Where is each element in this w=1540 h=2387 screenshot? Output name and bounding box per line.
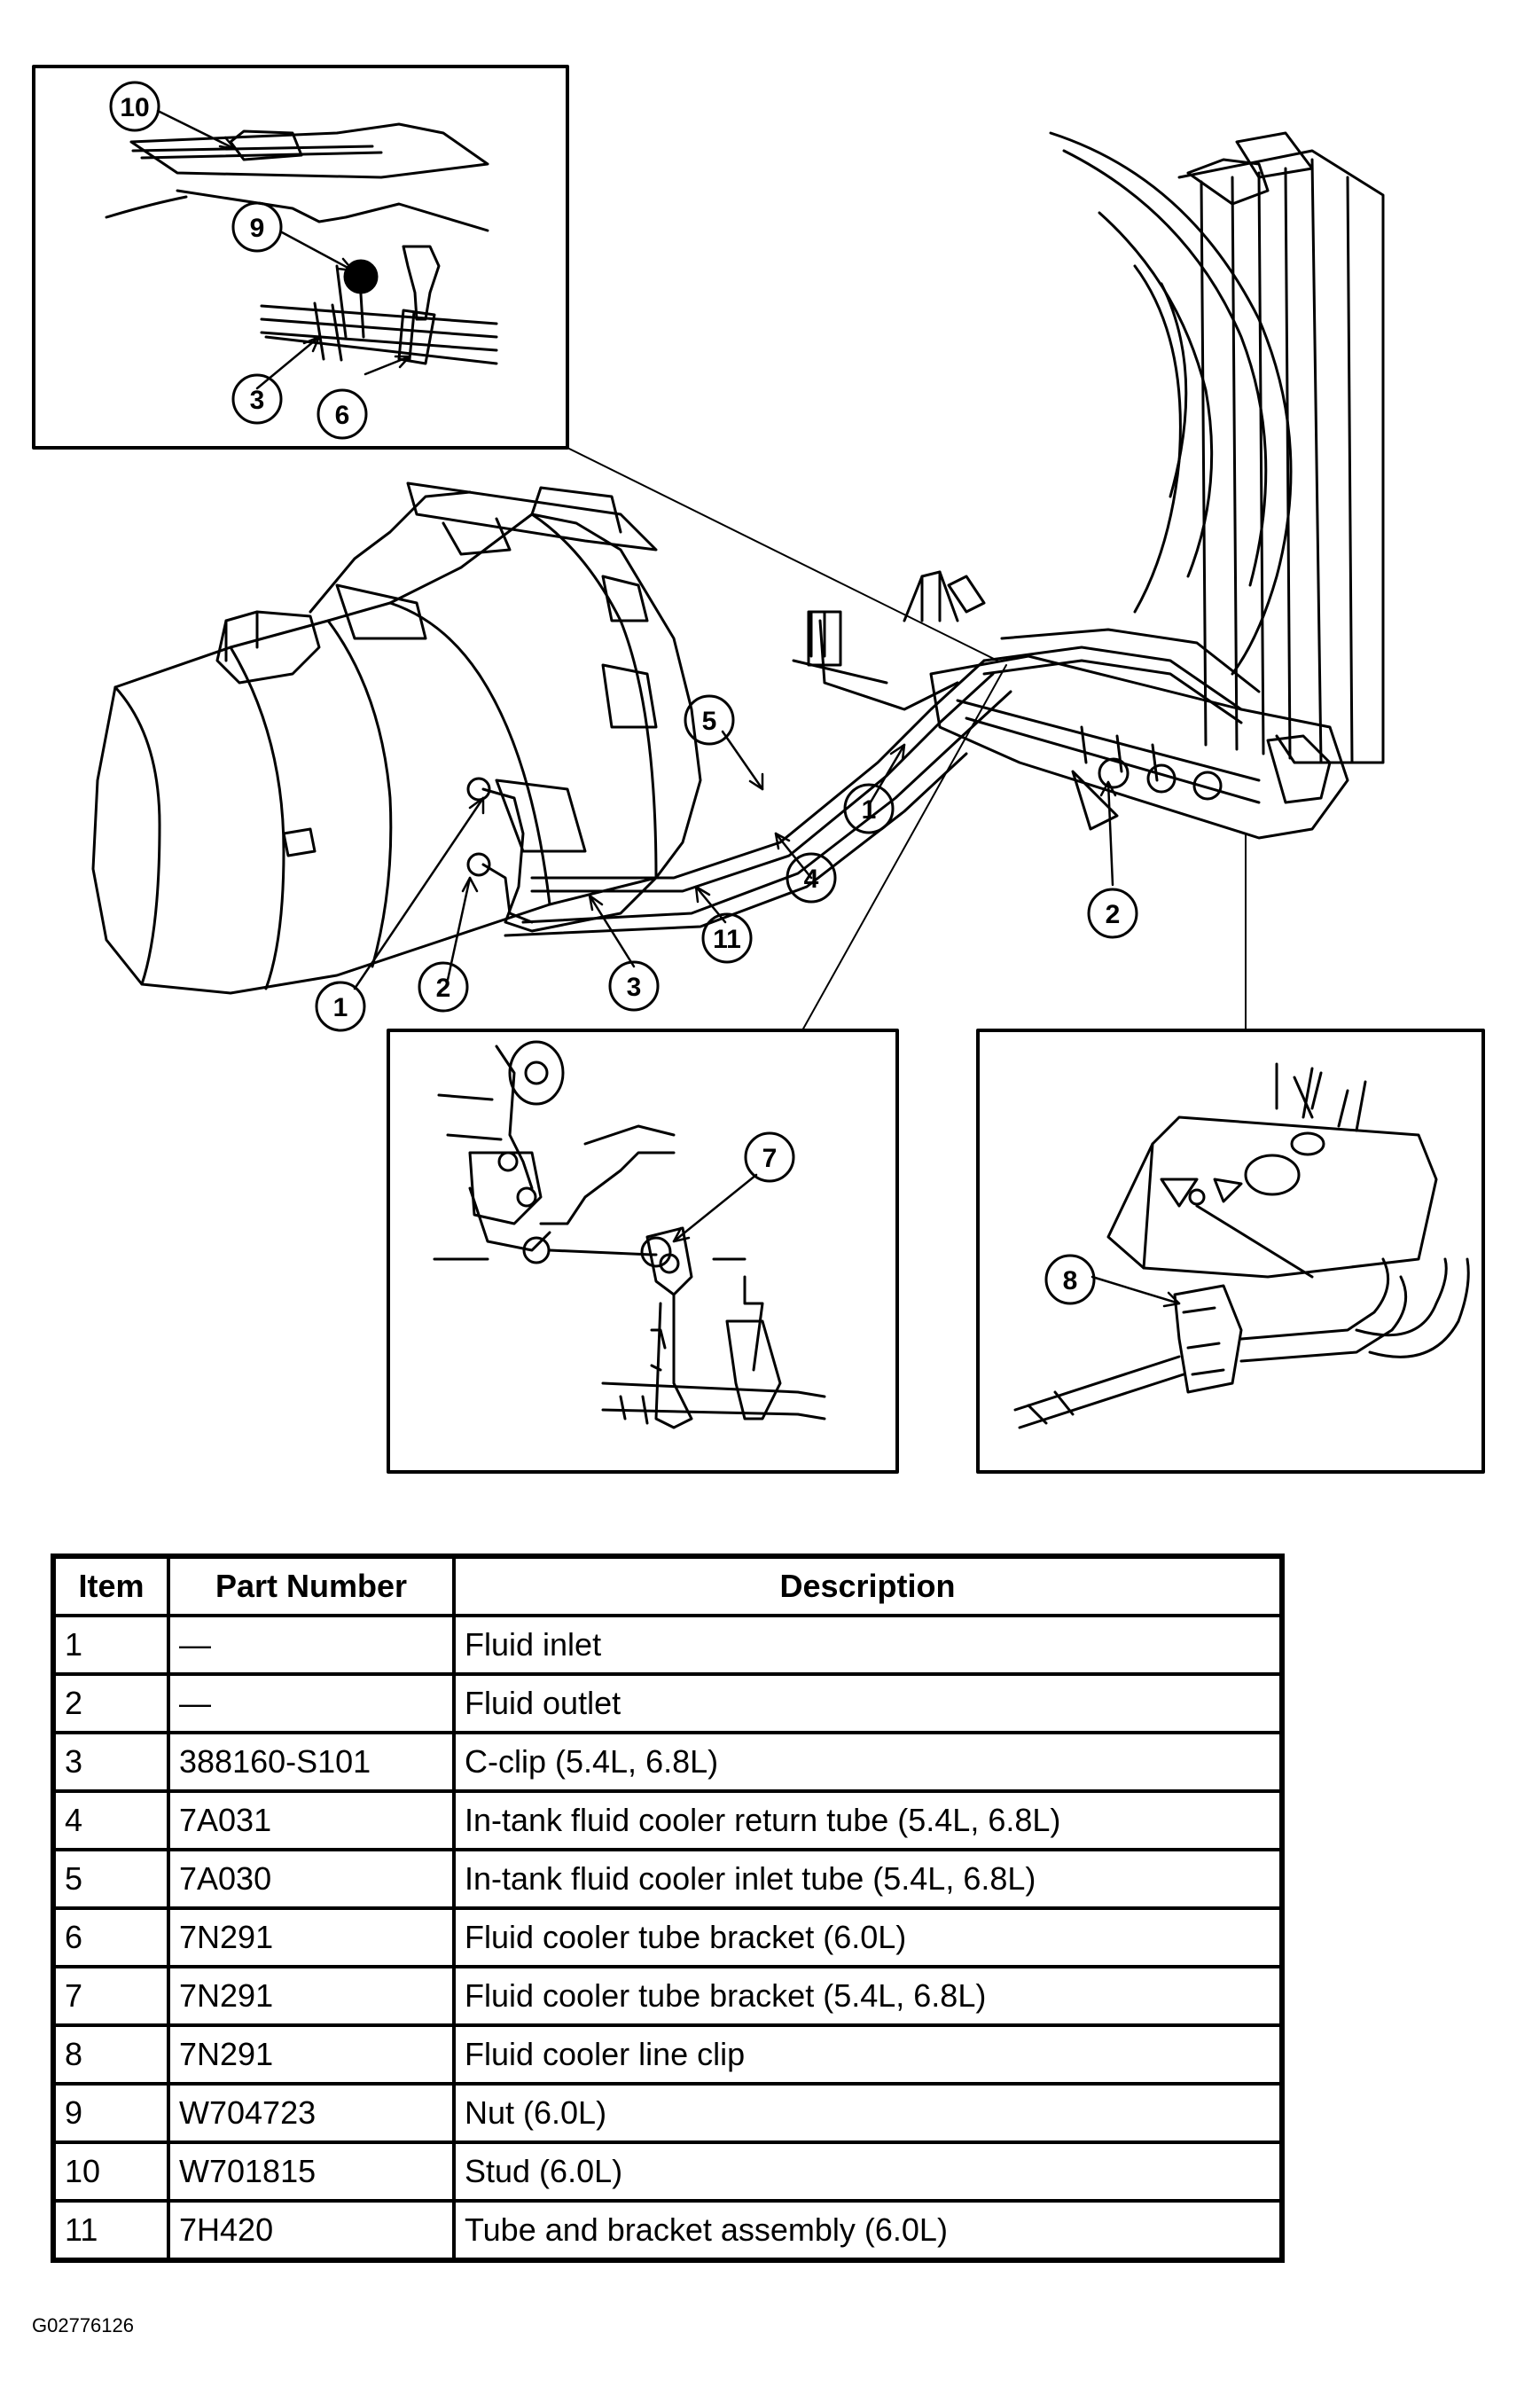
cell-description: Stud (6.0L) xyxy=(452,2140,1284,2203)
cell-description: Fluid cooler tube bracket (5.4L, 6.8L) xyxy=(452,1965,1284,2027)
transmission-and-radiator-assembly xyxy=(91,131,1385,995)
cell-part-number: 388160-S101 xyxy=(167,1731,456,1793)
callout-1-transmission: 1 xyxy=(315,981,366,1032)
cell-item: 9 xyxy=(51,2082,170,2144)
callout-8: 8 xyxy=(1044,1254,1096,1305)
callout-8-label: 8 xyxy=(1063,1266,1078,1295)
callout-2-transmission: 2 xyxy=(418,961,469,1013)
callout-3-main-label: 3 xyxy=(627,973,642,1002)
cell-description: In-tank fluid cooler return tube (5.4L, … xyxy=(452,1789,1284,1851)
inset-5-4l-bracket-detail xyxy=(387,1029,899,1474)
callout-6: 6 xyxy=(317,388,368,440)
cell-description: Nut (6.0L) xyxy=(452,2082,1284,2144)
cell-item: 5 xyxy=(51,1848,170,1910)
callout-3-inset-label: 3 xyxy=(250,386,265,415)
cell-part-number: — xyxy=(167,1614,456,1676)
cell-item: 2 xyxy=(51,1672,170,1734)
callout-1-main: 1 xyxy=(843,783,895,834)
header-part-number: Part Number xyxy=(167,1554,456,1617)
cell-item: 7 xyxy=(51,1965,170,2027)
callout-5-label: 5 xyxy=(702,707,717,736)
callout-11: 11 xyxy=(701,912,753,964)
cell-part-number: 7N291 xyxy=(167,1906,456,1968)
inset-3-leaders xyxy=(1091,1275,1181,1308)
cell-item: 6 xyxy=(51,1906,170,1968)
cell-item: 10 xyxy=(51,2140,170,2203)
cell-description: Tube and bracket assembly (6.0L) xyxy=(452,2199,1284,2262)
cell-description: C-clip (5.4L, 6.8L) xyxy=(452,1731,1284,1793)
header-description: Description xyxy=(452,1554,1284,1617)
table-row: 1 — Fluid inlet xyxy=(51,1614,1284,1676)
main-leaders xyxy=(353,730,1117,990)
table-row: 10 W701815 Stud (6.0L) xyxy=(51,2140,1284,2203)
inset-line-clip-detail xyxy=(976,1029,1485,1474)
table-row: 6 7N291 Fluid cooler tube bracket (6.0L) xyxy=(51,1906,1284,1968)
callout-4-label: 4 xyxy=(804,865,819,894)
inset-connector-lines xyxy=(567,447,1247,1031)
cell-part-number: W701815 xyxy=(167,2140,456,2203)
callout-9: 9 xyxy=(231,201,283,253)
cell-description: Fluid cooler tube bracket (6.0L) xyxy=(452,1906,1284,1968)
callout-1-transmission-label: 1 xyxy=(333,993,348,1022)
cooler-line-diagram: 10 9 3 6 5 4 1 2 11 3 2 1 xyxy=(32,65,1485,1474)
callout-9-label: 9 xyxy=(250,214,265,243)
table-header-row: Item Part Number Description xyxy=(51,1554,1284,1617)
cell-description: In-tank fluid cooler inlet tube (5.4L, 6… xyxy=(452,1848,1284,1910)
table-row: 4 7A031 In-tank fluid cooler return tube… xyxy=(51,1789,1284,1851)
inset-2-leaders xyxy=(672,1173,758,1243)
header-item: Item xyxy=(51,1554,170,1617)
cell-description: Fluid outlet xyxy=(452,1672,1284,1734)
callout-5: 5 xyxy=(684,694,735,746)
callout-4: 4 xyxy=(786,852,837,904)
callout-3-main: 3 xyxy=(608,960,660,1012)
cell-part-number: 7N291 xyxy=(167,2023,456,2086)
cell-description: Fluid cooler line clip xyxy=(452,2023,1284,2086)
callout-6-label: 6 xyxy=(335,401,350,430)
cell-part-number: 7A031 xyxy=(167,1789,456,1851)
callout-2-radiator: 2 xyxy=(1087,888,1138,939)
parts-table: Item Part Number Description 1 — Fluid i… xyxy=(51,1554,1285,2263)
table-row: 2 — Fluid outlet xyxy=(51,1672,1284,1734)
inset-6-0l-bracket-detail xyxy=(32,65,569,450)
callout-10: 10 xyxy=(109,81,160,132)
callout-2-radiator-label: 2 xyxy=(1106,900,1121,929)
callout-7-label: 7 xyxy=(762,1144,778,1173)
inset-1-leaders xyxy=(156,109,411,390)
callout-1-main-label: 1 xyxy=(862,795,877,825)
cell-item: 4 xyxy=(51,1789,170,1851)
cell-item: 11 xyxy=(51,2199,170,2262)
table-row: 11 7H420 Tube and bracket assembly (6.0L… xyxy=(51,2199,1284,2262)
callout-11-label: 11 xyxy=(713,925,741,954)
cell-part-number: 7A030 xyxy=(167,1848,456,1910)
figure-id: G02776126 xyxy=(32,2314,134,2336)
table-row: 8 7N291 Fluid cooler line clip xyxy=(51,2023,1284,2086)
table-row: 3 388160-S101 C-clip (5.4L, 6.8L) xyxy=(51,1731,1284,1793)
cell-description: Fluid inlet xyxy=(452,1614,1284,1676)
callout-3-inset: 3 xyxy=(231,373,283,425)
cell-item: 3 xyxy=(51,1731,170,1793)
cell-part-number: 7N291 xyxy=(167,1965,456,2027)
cell-part-number: 7H420 xyxy=(167,2199,456,2262)
callout-2-transmission-label: 2 xyxy=(436,974,451,1003)
cell-item: 8 xyxy=(51,2023,170,2086)
cell-part-number: — xyxy=(167,1672,456,1734)
callout-10-label: 10 xyxy=(120,93,149,122)
callout-7: 7 xyxy=(744,1131,795,1183)
cell-item: 1 xyxy=(51,1614,170,1676)
table-row: 9 W704723 Nut (6.0L) xyxy=(51,2082,1284,2144)
table-row: 5 7A030 In-tank fluid cooler inlet tube … xyxy=(51,1848,1284,1910)
cell-part-number: W704723 xyxy=(167,2082,456,2144)
table-row: 7 7N291 Fluid cooler tube bracket (5.4L,… xyxy=(51,1965,1284,2027)
